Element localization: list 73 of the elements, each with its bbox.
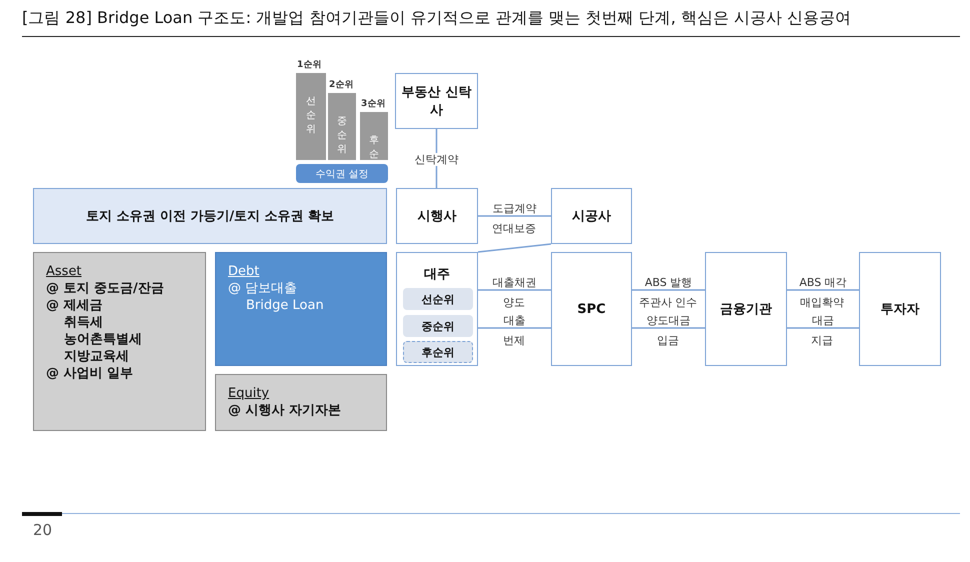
connector-line [478, 289, 551, 291]
node-text: 선순위 [305, 95, 317, 137]
connector-line [787, 289, 859, 291]
edge-label: 대출채권 [492, 276, 538, 289]
edge-note: 지급 [810, 334, 834, 347]
tranche-box [403, 341, 473, 363]
rank-label: 1순위 [296, 59, 322, 72]
node-text: @ 시행사 자기자본 [228, 402, 342, 419]
node-text: 금융기관 [720, 301, 772, 318]
info-panel [215, 252, 387, 366]
edge-label: ABS 매각 [798, 276, 848, 289]
edge-label: 신탁계약 [414, 152, 460, 166]
tranche-bar [328, 93, 356, 160]
node-text: 시행사 [418, 208, 456, 225]
edge-note: 연대보증 [491, 222, 537, 235]
connector-line [478, 215, 551, 217]
connector-line [632, 327, 705, 329]
node-text: 후순 [368, 134, 380, 162]
connector-line [478, 327, 551, 329]
node-text: 대주 [424, 266, 450, 283]
entity-box [859, 252, 941, 366]
connector-line [478, 243, 552, 253]
edge-label: 양도대금 [646, 314, 692, 327]
tranche-box [403, 315, 473, 337]
node-text: 투자자 [880, 301, 920, 318]
edge-note: 입금 [656, 334, 680, 347]
title: [그림 28] Bridge Loan 구조도: 개발업 참여기관들이 유기적으로 관계를 맺는 첫번째 단계, 핵심은 시공사 신용공여 [22, 8, 852, 29]
edge-note: 번제 [502, 334, 526, 347]
tag-pill [296, 164, 388, 183]
edge-note: 양도 [502, 296, 526, 309]
info-panel [215, 374, 387, 431]
node-text: 지방교육세 [63, 348, 129, 365]
node-text: SPC [577, 302, 606, 316]
edge-note: 주관사 인수 [638, 296, 698, 309]
page-number: 20 [32, 524, 54, 537]
node-text: Bridge Loan [245, 297, 324, 314]
entity-box [551, 252, 632, 366]
edge-label: 대금 [811, 314, 835, 327]
edge-label: 도급계약 [492, 202, 538, 215]
node-text: 부동산 신탁사 [400, 84, 472, 119]
edge-label: ABS 발행 [644, 276, 694, 289]
tranche-box [403, 288, 473, 310]
node-text: 선순위 [422, 292, 454, 306]
rank-label: 3순위 [360, 98, 386, 111]
entity-box [395, 73, 478, 129]
node-text: 취득세 [63, 314, 103, 331]
node-text: 토지 소유권 이전 가등기/토지 소유권 확보 [86, 208, 334, 225]
rank-label: 2순위 [328, 79, 354, 92]
node-text: @ 제세금 [46, 297, 103, 314]
node-text: 농어촌특별세 [63, 331, 142, 348]
node-text: 시공사 [572, 208, 611, 225]
info-panel [33, 252, 206, 431]
lender-box [396, 252, 478, 366]
panel-heading: Asset [46, 263, 82, 280]
node-text: 중순위 [336, 115, 348, 157]
node-text: @ 사업비 일부 [46, 365, 134, 382]
entity-box [551, 188, 632, 244]
node-text: 중순위 [422, 318, 454, 334]
tranche-bar [360, 112, 388, 160]
connector-line [787, 327, 859, 329]
node-text: @ 토지 중도금/잔금 [46, 280, 164, 297]
node-text: @ 담보대출 [228, 280, 298, 297]
edge-note: 매입확약 [799, 296, 845, 309]
tranche-bar [296, 73, 326, 160]
connector-line [632, 289, 705, 291]
entity-box [396, 188, 478, 244]
edge-label: 대출 [502, 314, 526, 327]
entity-box [705, 252, 787, 366]
panel-heading: Debt [228, 263, 260, 280]
node-text: 수익권 설정 [315, 168, 369, 180]
banner-box [33, 188, 387, 244]
node-text: 후순위 [422, 344, 454, 360]
panel-heading: Equity [228, 385, 270, 402]
